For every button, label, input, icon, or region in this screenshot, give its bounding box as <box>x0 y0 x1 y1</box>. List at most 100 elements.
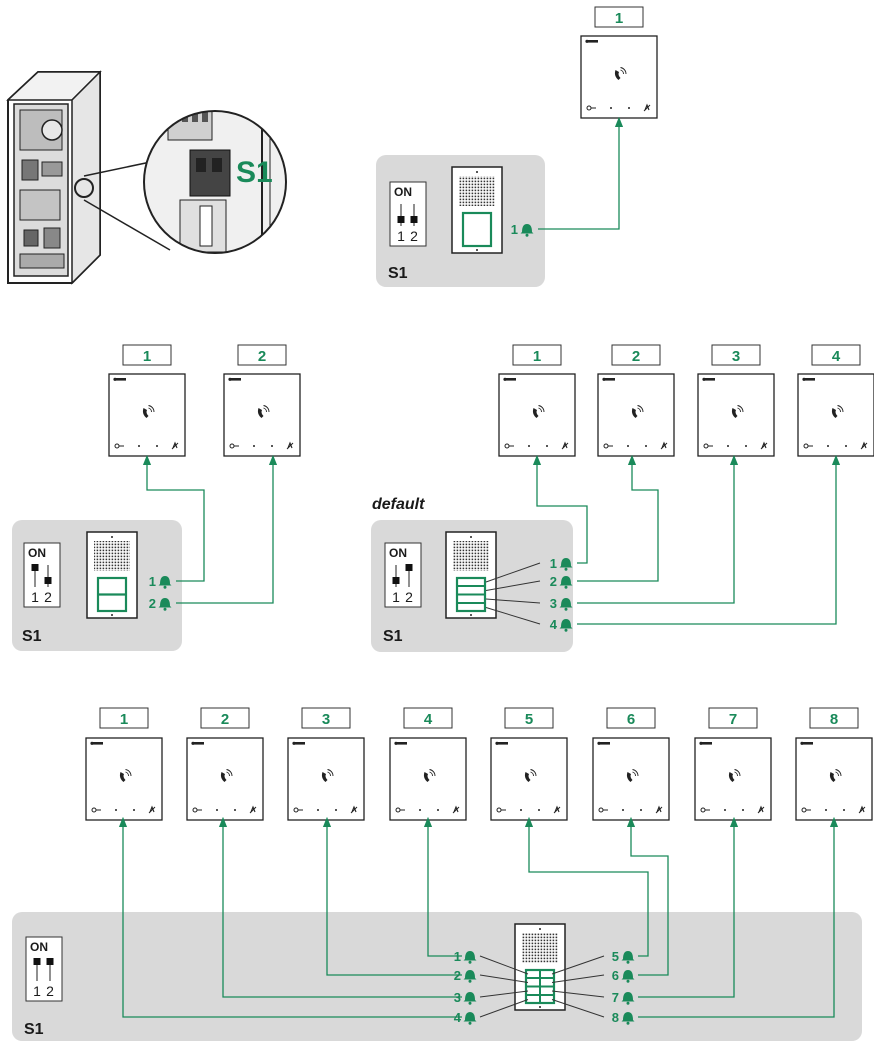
key-icon <box>395 807 405 813</box>
monitor-2: 2 <box>223 344 301 457</box>
key-icon <box>603 443 613 449</box>
wire <box>638 816 739 998</box>
handset-icon <box>731 405 744 418</box>
monitor-label: 1 <box>120 711 128 728</box>
switch-on-label: ON <box>28 546 46 560</box>
bell-icon <box>463 970 477 983</box>
bell-icon <box>559 598 573 611</box>
bell-label: 8 <box>612 1010 619 1025</box>
wire <box>532 454 588 564</box>
brand-logo-icon <box>495 741 508 745</box>
entrance-panel-four-button <box>445 531 497 619</box>
button-2-mark <box>538 809 540 811</box>
wire <box>176 454 278 604</box>
button-2-mark <box>645 445 647 447</box>
monitor-2: 2 <box>597 344 675 457</box>
switch-knob <box>33 958 41 965</box>
handset-icon <box>831 405 844 418</box>
button-2-mark <box>628 107 630 109</box>
brand-logo-icon <box>191 741 204 745</box>
mute-icon <box>350 805 358 814</box>
handset-icon <box>829 769 842 782</box>
bell-label: 6 <box>612 968 619 983</box>
key-icon <box>229 443 239 449</box>
bell-label: 1 <box>511 222 518 237</box>
bell-5: 5 <box>612 949 635 964</box>
monitor-label: 3 <box>322 711 330 728</box>
monitor-4: 4 <box>389 707 467 821</box>
mute-icon <box>286 441 294 450</box>
button-lead <box>551 955 605 975</box>
mute-icon <box>757 805 765 814</box>
monitor-3: 3 <box>697 344 775 457</box>
bell-icon <box>463 1012 477 1025</box>
key-icon <box>703 443 713 449</box>
device-illustration: S1 <box>6 70 287 285</box>
switch-name-label: S1 <box>383 628 403 645</box>
wire <box>142 454 205 582</box>
panel-eight-button <box>12 912 862 1041</box>
key-icon <box>496 807 506 813</box>
button-lead <box>485 598 541 604</box>
bell-2: 2 <box>149 596 172 611</box>
bell-icon <box>621 970 635 983</box>
button-2-mark <box>133 809 135 811</box>
monitor-label: 7 <box>729 711 737 728</box>
mute-icon <box>858 805 866 814</box>
brand-logo-icon <box>292 741 305 745</box>
monitor-label: 4 <box>424 711 433 728</box>
handset-icon <box>257 405 270 418</box>
bell-label: 4 <box>454 1010 462 1025</box>
brand-logo-icon <box>800 741 813 745</box>
wire <box>638 816 839 1018</box>
button-1-mark <box>825 809 827 811</box>
monitor-label: 2 <box>258 348 266 365</box>
monitor-3: 3 <box>287 707 365 821</box>
wire <box>577 454 841 625</box>
bell-label: 2 <box>454 968 461 983</box>
entrance-panel-two-button <box>86 531 138 619</box>
monitor-6: 6 <box>592 707 670 821</box>
monitor-7: 7 <box>694 707 772 821</box>
handset-icon <box>423 769 436 782</box>
wire <box>118 816 462 1018</box>
key-icon <box>293 807 303 813</box>
key-icon <box>801 807 811 813</box>
monitor-label: 4 <box>832 348 841 365</box>
mute-icon <box>561 441 569 450</box>
wire <box>538 116 624 230</box>
bell-icon <box>559 576 573 589</box>
monitor-label: 5 <box>525 711 533 728</box>
brand-logo-icon <box>702 377 715 381</box>
key-icon <box>586 105 596 111</box>
bell-icon <box>559 619 573 632</box>
callout-s1-label: S1 <box>236 156 273 189</box>
handset-icon <box>532 405 545 418</box>
button-lead <box>479 999 529 1018</box>
button-2-mark <box>742 809 744 811</box>
switch-pos1-label: 1 <box>31 589 39 605</box>
button-lead <box>479 990 529 998</box>
bell-label: 5 <box>612 949 619 964</box>
monitor-2: 2 <box>186 707 264 821</box>
mute-icon <box>660 441 668 450</box>
button-1-mark <box>724 809 726 811</box>
bell-7: 7 <box>612 990 635 1005</box>
button-lead <box>551 999 605 1018</box>
button-lead <box>485 562 541 583</box>
handset-icon <box>142 405 155 418</box>
switch-knob <box>397 216 405 223</box>
bell-label: 2 <box>149 596 156 611</box>
bell-label: 1 <box>149 574 156 589</box>
button-1-mark <box>138 445 140 447</box>
handset-icon <box>220 769 233 782</box>
wire <box>322 816 462 976</box>
switch-knob <box>405 564 413 571</box>
button-lead <box>551 990 605 998</box>
monitor-label: 3 <box>732 348 740 365</box>
button-lead <box>485 580 541 591</box>
button-2-mark <box>335 809 337 811</box>
bell-icon <box>463 992 477 1005</box>
bell-4: 4 <box>454 1010 477 1025</box>
